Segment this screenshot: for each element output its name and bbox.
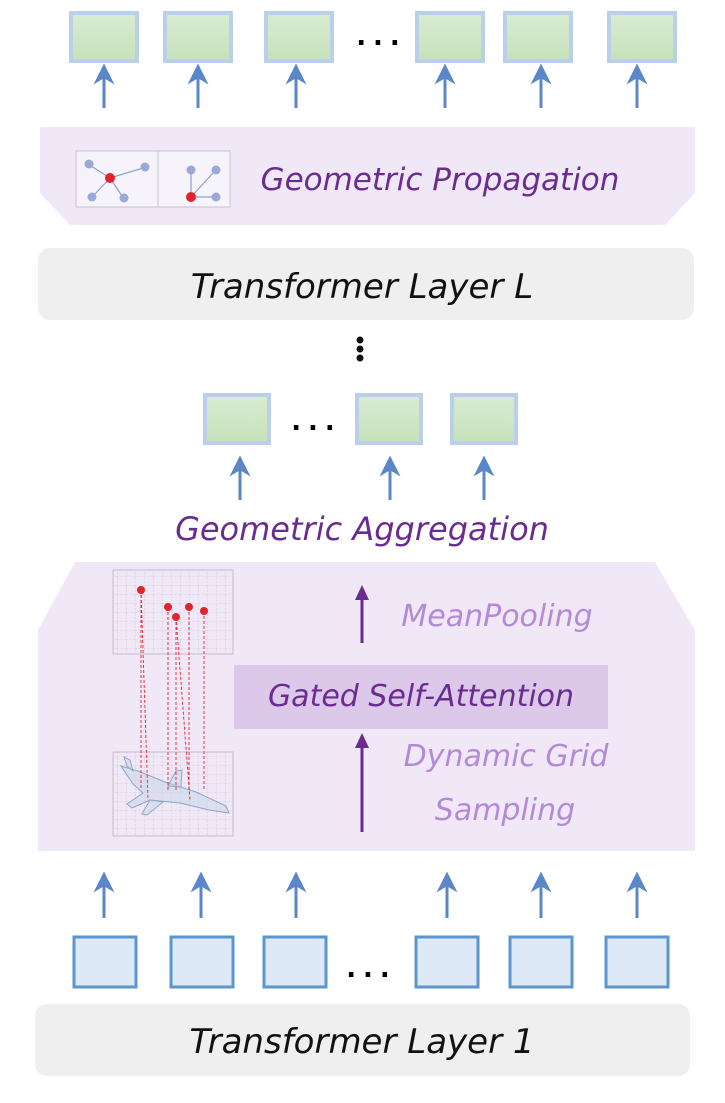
- bottom-token-row: ...: [72, 935, 670, 989]
- point-cloud-icon: [75, 150, 231, 208]
- top-token: [503, 11, 573, 63]
- sampling-label: Sampling: [435, 793, 575, 828]
- top-token: [163, 11, 233, 63]
- bottom-token: [72, 935, 138, 989]
- top-token: [415, 11, 485, 63]
- top-token: [69, 11, 139, 63]
- geometric-propagation-label: Geometric Propagation: [261, 162, 620, 198]
- geometric-aggregation-panel: MeanPooling Gated Self-Attention Dynamic…: [38, 562, 695, 851]
- mid-arrows: [229, 455, 495, 500]
- transformer-layer-1-label: Transformer Layer 1: [189, 1022, 534, 1062]
- bottom-token: [508, 935, 574, 989]
- bottom-arrows: [93, 871, 648, 918]
- bottom-token: [262, 935, 328, 989]
- bottom-token: [169, 935, 235, 989]
- gated-self-attention-box: Gated Self-Attention: [234, 665, 608, 729]
- mid-tokens-ellipsis: ...: [288, 404, 339, 437]
- top-arrows: [93, 63, 648, 108]
- mean-pooling-label: MeanPooling: [401, 599, 592, 634]
- grid-icon: [112, 569, 234, 655]
- geometric-aggregation-label: Geometric Aggregation: [175, 510, 549, 548]
- vertical-ellipsis: [356, 336, 364, 362]
- aggregation-arrows: [355, 585, 369, 832]
- gated-self-attention-label: Gated Self-Attention: [268, 679, 574, 714]
- mid-token: [450, 393, 518, 445]
- mid-token-row: ...: [203, 393, 518, 445]
- mid-token: [355, 393, 423, 445]
- mid-token: [203, 393, 271, 445]
- bottom-token: [414, 935, 480, 989]
- transformer-layer-1: Transformer Layer 1: [35, 1004, 690, 1076]
- top-token-row: ...: [69, 11, 677, 63]
- top-tokens-ellipsis: ...: [353, 19, 404, 52]
- transformer-layer-L-label: Transformer Layer L: [191, 267, 533, 307]
- airplane-icon: [119, 756, 230, 816]
- dynamic-grid-label: Dynamic Grid: [404, 739, 610, 774]
- top-token: [607, 11, 677, 63]
- grid-sampling-illustration: [112, 569, 234, 837]
- top-token: [264, 11, 334, 63]
- geometric-propagation-panel: Geometric Propagation: [40, 127, 695, 225]
- bottom-token: [604, 935, 670, 989]
- bottom-tokens-ellipsis: ...: [343, 951, 394, 984]
- transformer-layer-L: Transformer Layer L: [38, 248, 694, 320]
